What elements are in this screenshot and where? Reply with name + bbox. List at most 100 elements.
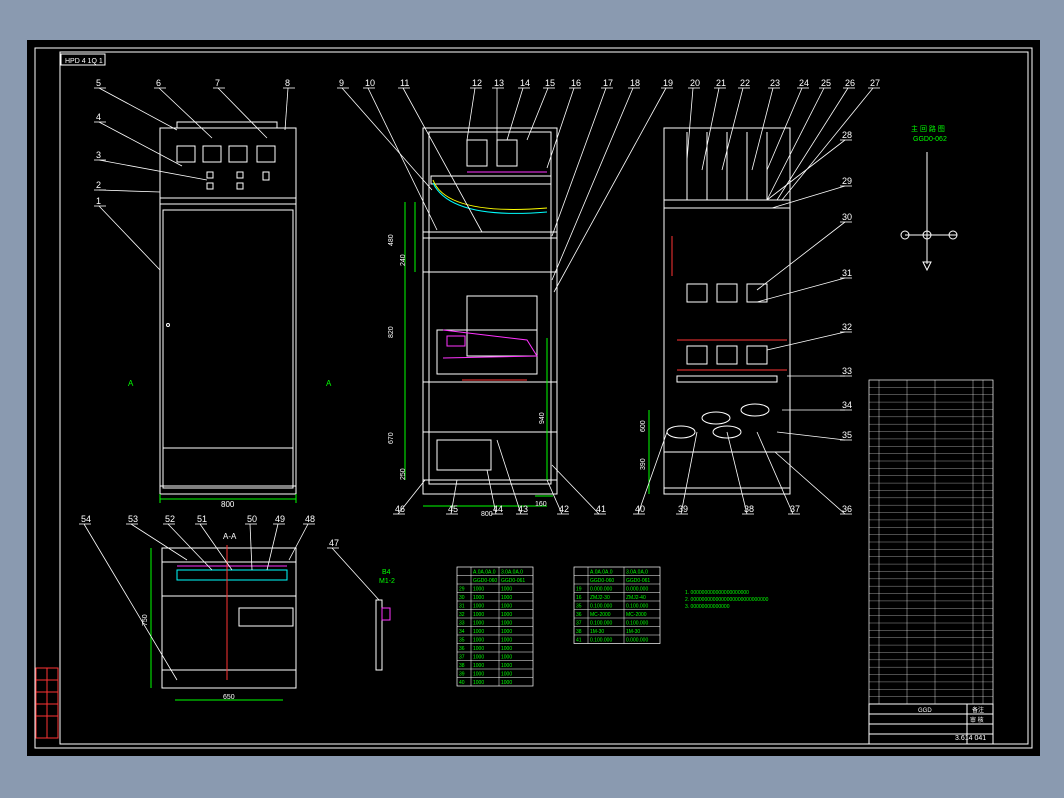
dim-side-240: 240 [400, 254, 407, 266]
callout-label: 53 [128, 514, 138, 524]
dim-side-480: 480 [388, 234, 395, 246]
callout-18: 18 [551, 78, 640, 281]
dim-side-800: 800 [481, 511, 493, 518]
callout-17: 17 [551, 78, 613, 237]
title-block-name: GGD [918, 708, 932, 714]
callout-label: 20 [690, 78, 700, 88]
detail-label-top: B4 [382, 569, 391, 576]
side-dims: 480 240 820 670 250 940 800 160 [388, 202, 553, 518]
table-cell: 1M-30 [590, 629, 604, 635]
table-cell: 36 [576, 612, 582, 618]
table-cell: 1000 [501, 655, 512, 661]
table-cell: ZMJ2-40 [626, 595, 646, 601]
callout-15: 15 [526, 78, 555, 141]
callout-label: 51 [197, 514, 207, 524]
table-cell: GGD0-060 [473, 578, 497, 584]
table-cell: ZMJ2-30 [590, 595, 610, 601]
callout-21: 21 [701, 78, 726, 171]
table-cell: 3.0A.0A.0 [626, 570, 648, 576]
title-tag-box [60, 53, 106, 66]
callout-label: 35 [842, 430, 852, 440]
callout-27: 27 [781, 78, 880, 201]
side-view [422, 127, 558, 495]
table-cell: 0.000.000 [626, 587, 648, 593]
table-cell: 36 [459, 646, 465, 652]
main-circuit-schematic: 主 回 路 图 GGD0-062 [900, 124, 958, 272]
callout-label: 42 [559, 504, 569, 514]
table-cell: 30 [459, 595, 465, 601]
callout-45: 45 [446, 479, 458, 515]
table-cell: 0.000.000 [590, 587, 612, 593]
cad-drawing: HPD 4 1Q 1 800 A A [34, 47, 1033, 749]
callout-label: 47 [329, 538, 339, 548]
callout-11: 11 [398, 78, 483, 233]
callout-label: 30 [842, 212, 852, 222]
plan-dims: 650 750 [142, 548, 283, 701]
table-cell: 1000 [501, 621, 512, 627]
callout-label: 49 [275, 514, 285, 524]
front-dim: 800 [159, 494, 297, 509]
schematic-subtitle: 主 回 路 图 [911, 124, 945, 133]
callout-30: 30 [756, 212, 852, 291]
callout-42: 42 [546, 479, 569, 515]
callout-label: 37 [790, 504, 800, 514]
callout-label: 3 [96, 150, 101, 160]
table-cell: 1000 [501, 638, 512, 644]
callout-label: 16 [571, 78, 581, 88]
table-cell: 1000 [473, 595, 484, 601]
callout-13: 13 [492, 78, 504, 140]
table-cell: 1000 [473, 587, 484, 593]
table-cell: 1000 [473, 680, 484, 686]
table-cell: GGD0-061 [501, 578, 525, 584]
table-cell: 1000 [473, 621, 484, 627]
callout-26: 26 [776, 78, 855, 201]
left-stamp [35, 667, 59, 739]
callout-label: 19 [663, 78, 673, 88]
callout-34: 34 [782, 400, 852, 411]
table-cell: 1000 [473, 638, 484, 644]
table-cell: 1000 [501, 612, 512, 618]
callout-label: 54 [81, 514, 91, 524]
callout-label: 6 [156, 78, 161, 88]
detail-label-sub: M1-2 [379, 578, 395, 585]
table-cell: 41 [576, 638, 582, 644]
table-cell: 32 [459, 612, 465, 618]
table-cell: 1000 [473, 672, 484, 678]
table-cell: 0.100.000 [590, 638, 612, 644]
callout-label: 21 [716, 78, 726, 88]
table-cell: 35 [576, 604, 582, 610]
table-cell: 35 [459, 638, 465, 644]
table-cell: 1000 [473, 655, 484, 661]
table-cell: 1000 [501, 595, 512, 601]
table-cell: 33 [459, 621, 465, 627]
table-cell: 40 [459, 680, 465, 686]
callout-label: 28 [842, 130, 852, 140]
callout-25: 25 [766, 78, 831, 201]
callout-label: 8 [285, 78, 290, 88]
table-cell: A.0A.0A.0 [590, 570, 613, 576]
callout-label: 36 [842, 504, 852, 514]
callout-20: 20 [686, 78, 700, 161]
dim-plan-depth: 750 [142, 614, 149, 626]
callout-54: 54 [79, 514, 178, 681]
table-cell: 1000 [473, 646, 484, 652]
callout-label: 13 [494, 78, 504, 88]
table-cell: 1000 [501, 629, 512, 635]
title-block-label2: 审 核 [970, 716, 984, 724]
section-label: A-A [223, 532, 237, 541]
callout-6: 6 [154, 78, 213, 139]
callout-label: 31 [842, 268, 852, 278]
callout-label: 48 [305, 514, 315, 524]
callout-label: 26 [845, 78, 855, 88]
callout-8: 8 [283, 78, 295, 131]
table-cell: A.0A.0A.0 [473, 570, 496, 576]
callout-48: 48 [288, 514, 315, 561]
table-cell: 0.000.000 [626, 638, 648, 644]
callout-label: 12 [472, 78, 482, 88]
table-cell: 1000 [501, 604, 512, 610]
dim-plan-width: 650 [223, 694, 235, 701]
table-cell: 31 [459, 604, 465, 610]
callout-40: 40 [633, 431, 668, 515]
outer-frame [34, 47, 1033, 749]
